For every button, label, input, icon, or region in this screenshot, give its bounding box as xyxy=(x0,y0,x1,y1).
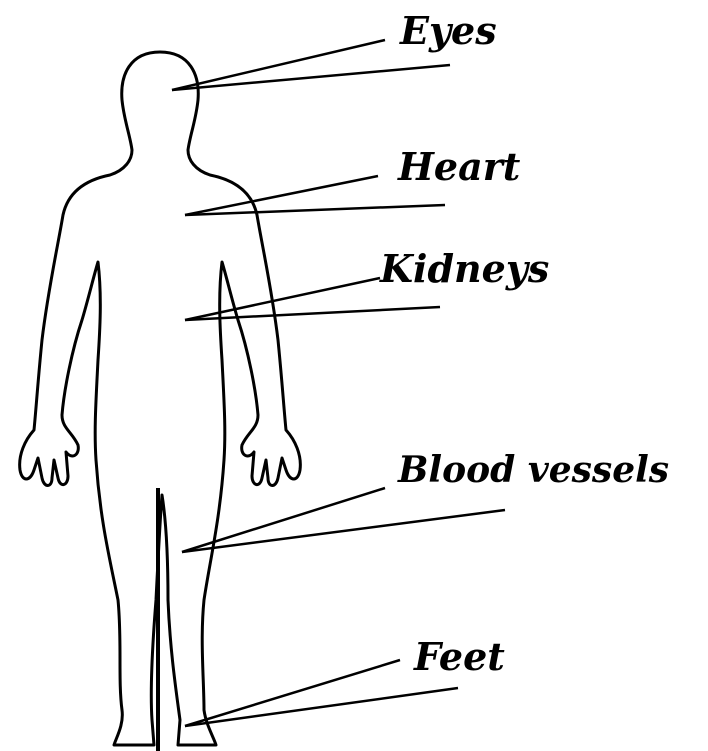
label-kidneys: Kidneys xyxy=(380,250,549,288)
blood-leader-upper xyxy=(182,488,385,552)
label-heart: Heart xyxy=(398,148,520,186)
feet-leader-lower xyxy=(185,688,458,726)
body-silhouette xyxy=(20,52,301,745)
eyes-leader-upper xyxy=(172,40,385,90)
kidneys-leader-upper xyxy=(185,278,380,320)
eyes-leader-lower xyxy=(172,65,450,90)
kidneys-leader-lower xyxy=(185,307,440,320)
label-blood-vessels: Blood vessels xyxy=(398,452,669,488)
feet-leader-upper xyxy=(185,660,400,726)
label-eyes: Eyes xyxy=(400,12,497,50)
label-feet: Feet xyxy=(414,638,505,676)
blood-leader-lower xyxy=(182,510,505,552)
